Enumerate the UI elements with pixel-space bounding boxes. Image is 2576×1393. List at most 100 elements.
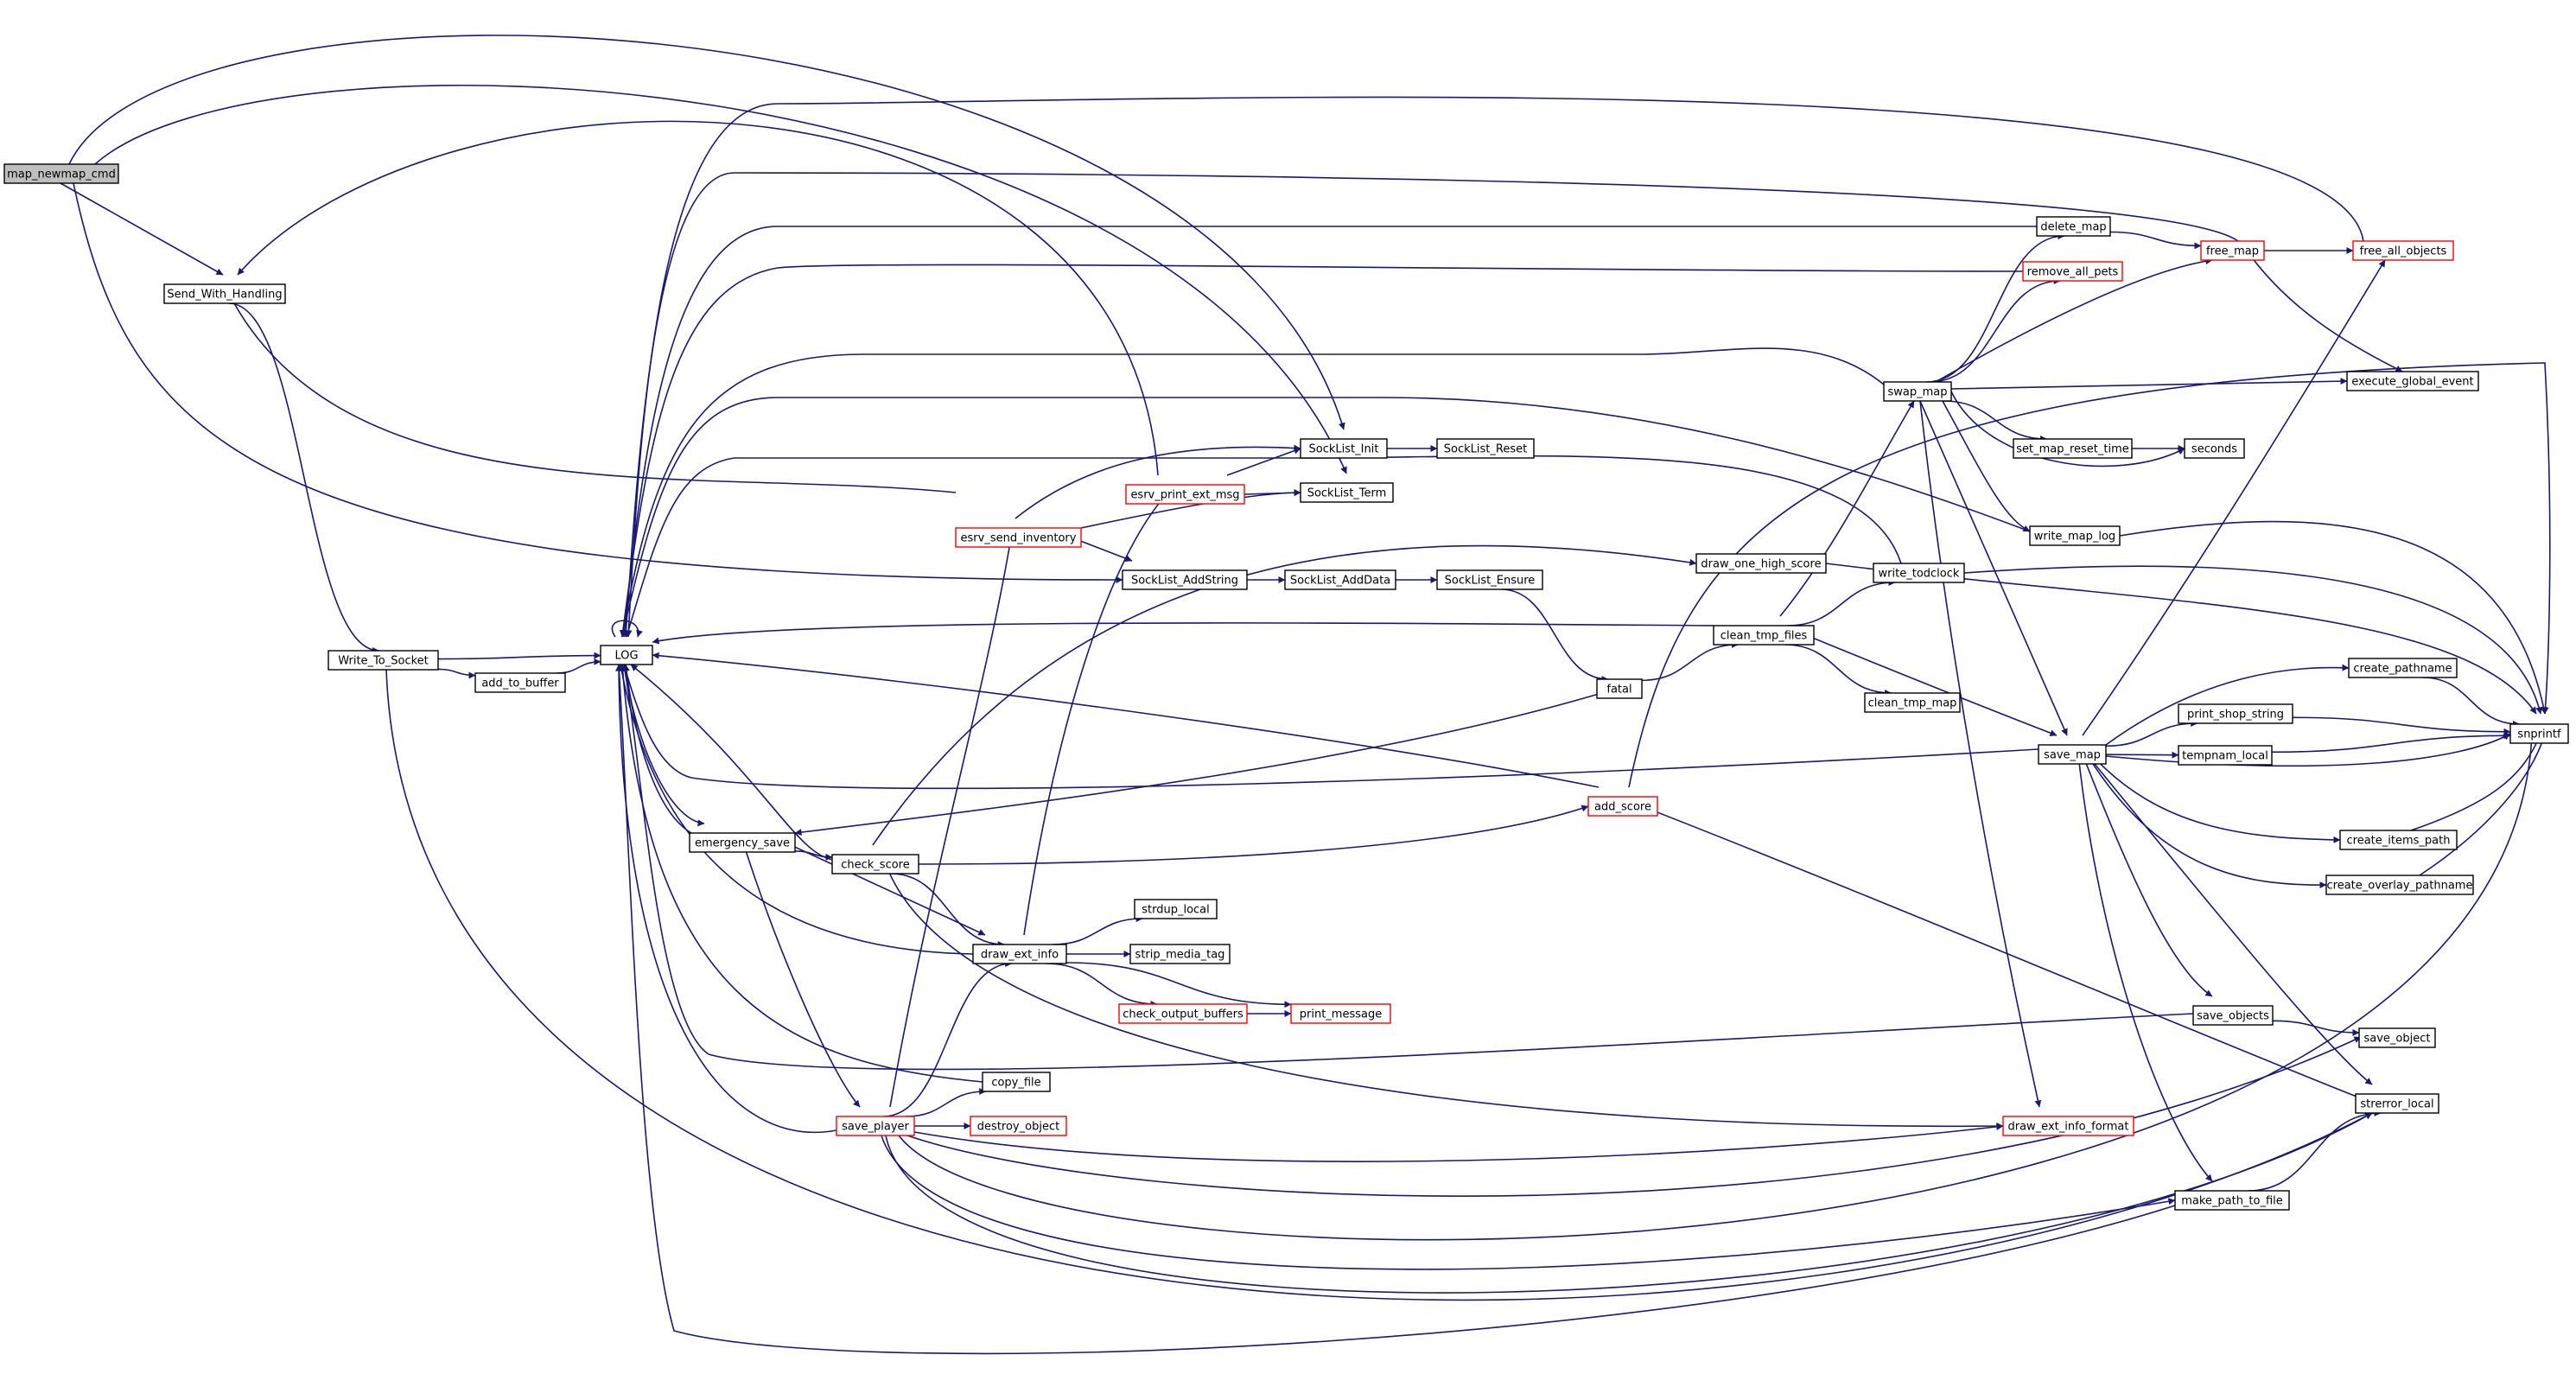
edge-create_items_path-to-snprintf [2410, 733, 2541, 831]
node-save_objects[interactable]: save_objects [2192, 1005, 2274, 1026]
node-box [328, 650, 439, 671]
edge-swap_map-to-draw_ext_info_format [1919, 400, 2042, 1108]
node-copy_file[interactable]: copy_file [982, 1072, 1051, 1092]
node-box [1883, 381, 1952, 402]
node-SockList_Init[interactable]: SockList_Init [1300, 438, 1388, 459]
node-SockList_Reset[interactable]: SockList_Reset [1436, 438, 1535, 459]
node-map_newmap_cmd[interactable]: map_newmap_cmd [3, 163, 119, 184]
node-delete_map[interactable]: delete_map [2036, 216, 2111, 237]
node-SockList_Ensure[interactable]: SockList_Ensure [1436, 569, 1543, 590]
node-destroy_object[interactable]: destroy_object [970, 1116, 1067, 1136]
node-label: create_pathname [2353, 663, 2452, 676]
edge-create_pathname-to-snprintf [2422, 677, 2520, 728]
node-write_map_log[interactable]: write_map_log [2029, 525, 2121, 546]
node-strip_media_tag[interactable]: strip_media_tag [1129, 944, 1231, 964]
node-clean_tmp_files[interactable]: clean_tmp_files [1713, 625, 1815, 646]
node-add_to_buffer[interactable]: add_to_buffer [474, 672, 566, 693]
node-set_map_reset_time[interactable]: set_map_reset_time [2013, 438, 2133, 459]
node-label: SockList_Term [1307, 487, 1387, 500]
node-label: write_todclock [1879, 568, 1960, 581]
node-label: draw_one_high_score [1701, 558, 1821, 571]
edge-draw_one_high_score-to-snprintf [1825, 563, 2537, 715]
node-box [2184, 438, 2245, 459]
node-box [1864, 692, 1961, 713]
node-SockList_AddString[interactable]: SockList_AddString [1122, 569, 1248, 590]
node-box [2346, 371, 2479, 391]
node-SockList_AddData[interactable]: SockList_AddData [1284, 569, 1396, 590]
edge-save_player-to-esrv_send_inventory [889, 537, 1014, 1108]
node-Write_To_Socket[interactable]: Write_To_Socket [328, 650, 439, 671]
node-save_player[interactable]: save_player [836, 1116, 915, 1136]
edge-swap_map-to-free_map [1935, 258, 2213, 383]
node-strdup_local[interactable]: strdup_local [1134, 899, 1218, 919]
node-box [2358, 1027, 2436, 1048]
node-SockList_Term[interactable]: SockList_Term [1300, 482, 1394, 503]
node-strerror_local[interactable]: strerror_local [2355, 1093, 2439, 1114]
node-LOG[interactable]: LOG [600, 645, 653, 665]
edge-swap_map-to-remove_all_pets [1930, 277, 2061, 383]
edge-print_shop_string-to-snprintf [2292, 716, 2511, 735]
node-label: strdup_local [1142, 904, 1210, 917]
edge-delete_map-to-free_map [2109, 231, 2202, 250]
node-label: print_message [1300, 1008, 1382, 1021]
node-seconds[interactable]: seconds [2184, 438, 2245, 459]
node-snprintf[interactable]: snprintf [2509, 723, 2569, 744]
node-box [1129, 944, 1231, 964]
node-esrv_print_ext_msg[interactable]: esrv_print_ext_msg [1125, 484, 1245, 505]
node-print_shop_string[interactable]: print_shop_string [2178, 703, 2293, 724]
edge-clean_tmp_files-to-LOG [652, 622, 1714, 645]
node-draw_ext_info[interactable]: draw_ext_info [972, 944, 1067, 964]
node-label: draw_ext_info_format [2007, 1121, 2128, 1134]
edge-Write_To_Socket-to-strerror_local [385, 669, 2373, 1301]
node-box [2036, 216, 2111, 237]
node-save_object[interactable]: save_object [2358, 1027, 2436, 1048]
node-draw_ext_info_format[interactable]: draw_ext_info_format [2002, 1116, 2134, 1136]
edge-add_to_buffer-to-LOG [557, 658, 601, 674]
edge-check_score-to-LOG [630, 664, 835, 861]
node-print_message[interactable]: print_message [1290, 1003, 1391, 1024]
edge-tempnam_local-to-snprintf [2271, 732, 2511, 754]
edge-check_score-to-draw_one_high_score [872, 544, 1697, 846]
node-check_output_buffers[interactable]: check_output_buffers [1118, 1003, 1248, 1024]
node-swap_map[interactable]: swap_map [1883, 381, 1952, 402]
node-write_todclock[interactable]: write_todclock [1873, 563, 1965, 583]
node-free_map[interactable]: free_map [2200, 240, 2265, 261]
node-add_score[interactable]: add_score [1587, 796, 1658, 817]
edge-save_map-to-create_pathname [2105, 664, 2350, 746]
node-box [689, 832, 796, 853]
node-remove_all_pets[interactable]: remove_all_pets [2022, 261, 2123, 282]
node-free_all_objects[interactable]: free_all_objects [2352, 240, 2454, 261]
node-Send_With_Handling[interactable]: Send_With_Handling [163, 283, 286, 304]
node-label: copy_file [991, 1077, 1040, 1090]
node-box [2352, 240, 2454, 261]
node-box [1300, 482, 1394, 503]
edge-write_map_log-to-snprintf [2119, 520, 2547, 715]
node-create_pathname[interactable]: create_pathname [2348, 658, 2458, 678]
node-box [1596, 678, 1643, 699]
edge-draw_ext_info-to-strdup_local [1053, 915, 1143, 945]
edge-swap_map-to-write_map_log [1942, 400, 2031, 532]
edge-emergency_save-to-check_score [794, 850, 833, 861]
edge-make_path_to_file-to-LOG [615, 664, 2176, 1355]
node-esrv_send_inventory[interactable]: esrv_send_inventory [955, 527, 1082, 548]
node-execute_global_event[interactable]: execute_global_event [2346, 371, 2479, 391]
node-make_path_to_file[interactable]: make_path_to_file [2174, 1190, 2290, 1211]
node-box [163, 283, 286, 304]
node-clean_tmp_map[interactable]: clean_tmp_map [1864, 692, 1961, 713]
edge-remove_all_pets-to-LOG [619, 264, 2024, 638]
node-label: SockList_AddString [1131, 575, 1238, 588]
node-emergency_save[interactable]: emergency_save [689, 832, 796, 853]
node-label: strip_media_tag [1135, 949, 1225, 962]
node-create_overlay_pathname[interactable]: create_overlay_pathname [2325, 875, 2474, 895]
node-box [2355, 1093, 2439, 1114]
node-tempnam_local[interactable]: tempnam_local [2178, 745, 2273, 766]
node-box [831, 854, 919, 875]
node-fatal[interactable]: fatal [1596, 678, 1643, 699]
node-draw_one_high_score[interactable]: draw_one_high_score [1695, 553, 1827, 574]
node-save_map[interactable]: save_map [2038, 744, 2107, 765]
node-check_score[interactable]: check_score [831, 854, 919, 875]
node-create_items_path[interactable]: create_items_path [2339, 830, 2458, 850]
node-label: fatal [1606, 684, 1631, 696]
edge-free_map-to-LOG [622, 172, 2239, 638]
